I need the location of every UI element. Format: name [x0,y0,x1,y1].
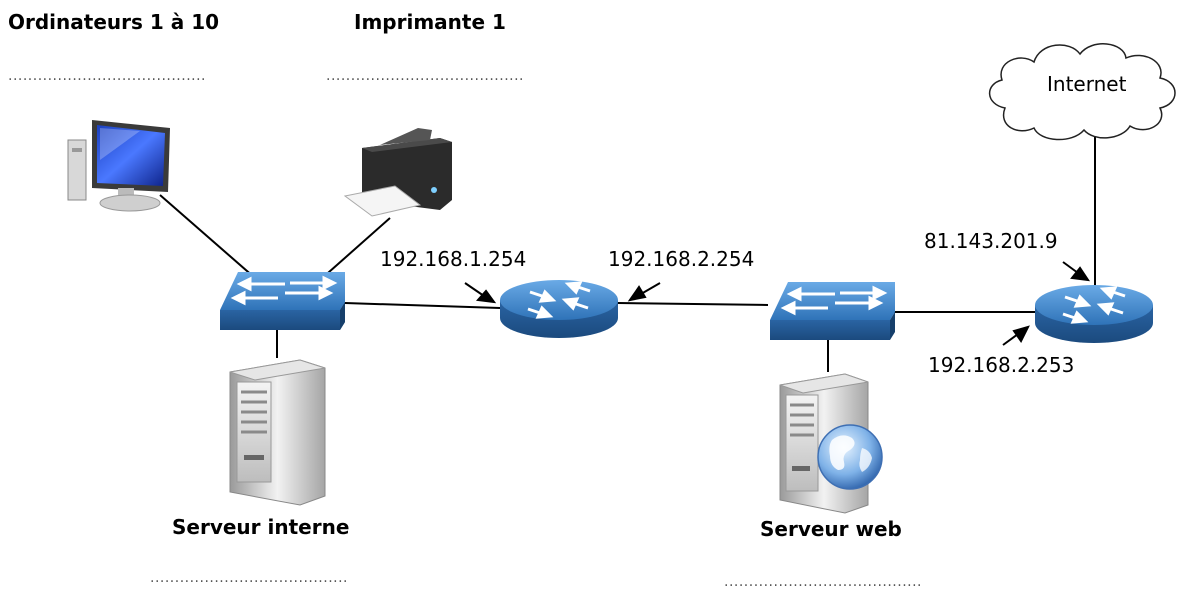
cloud-icon [988,43,1176,141]
internal-server-blank[interactable]: ........................................ [150,570,349,586]
server-icon [229,359,326,506]
web-server-label: Serveur web [760,517,902,541]
internet-label: Internet [1047,72,1127,96]
connection-lines [159,128,1096,372]
internal-server-label: Serveur interne [172,515,350,539]
computers-blank[interactable]: ........................................ [8,68,207,84]
web-server-blank[interactable]: ........................................ [724,574,923,590]
switch-icon [220,272,345,330]
printer-icon [343,128,452,217]
printer-label: Imprimante 1 [354,10,506,34]
globe-icon [817,424,883,490]
ip-router1-right: 192.168.2.254 [608,247,755,271]
router-icon [500,280,618,338]
computer-icon [67,120,170,212]
computers-label: Ordinateurs 1 à 10 [8,10,220,34]
ip-router1-left: 192.168.1.254 [380,247,527,271]
printer-blank[interactable]: ........................................ [326,68,525,84]
switch-icon [770,282,895,340]
ip-router2-wan: 81.143.201.9 [924,229,1058,253]
ip-router2-lan: 192.168.2.253 [928,353,1075,377]
router-icon [1035,285,1153,343]
ip-arrows [464,261,1091,346]
